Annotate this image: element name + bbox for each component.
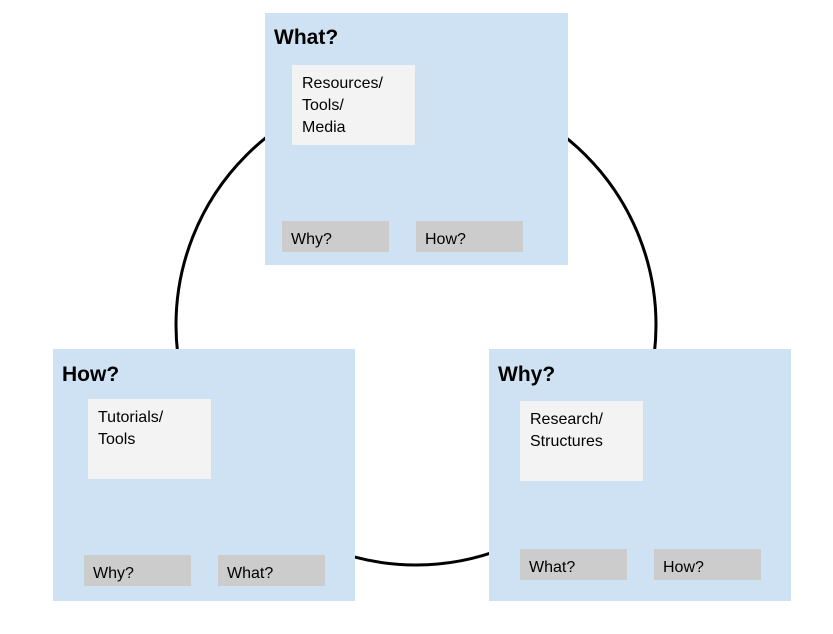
panel-what-content: Resources/ Tools/ Media bbox=[292, 65, 415, 145]
panel-why-title: Why? bbox=[498, 363, 556, 386]
panel-why-link-what[interactable]: What? bbox=[520, 549, 627, 580]
panel-why-link-how[interactable]: How? bbox=[654, 549, 761, 580]
panel-how-link-why[interactable]: Why? bbox=[84, 555, 191, 586]
panel-how-content: Tutorials/ Tools bbox=[88, 399, 211, 479]
panel-why: Why? Research/ Structures What? How? bbox=[489, 349, 791, 601]
panel-how-link-what[interactable]: What? bbox=[218, 555, 325, 586]
panel-why-content: Research/ Structures bbox=[520, 401, 643, 481]
panel-what: What? Resources/ Tools/ Media Why? How? bbox=[265, 13, 568, 265]
panel-what-link-how[interactable]: How? bbox=[416, 221, 523, 252]
panel-what-title: What? bbox=[274, 26, 339, 49]
panel-what-link-why[interactable]: Why? bbox=[282, 221, 389, 252]
panel-how-title: How? bbox=[62, 363, 120, 386]
panel-how: How? Tutorials/ Tools Why? What? bbox=[53, 349, 355, 601]
